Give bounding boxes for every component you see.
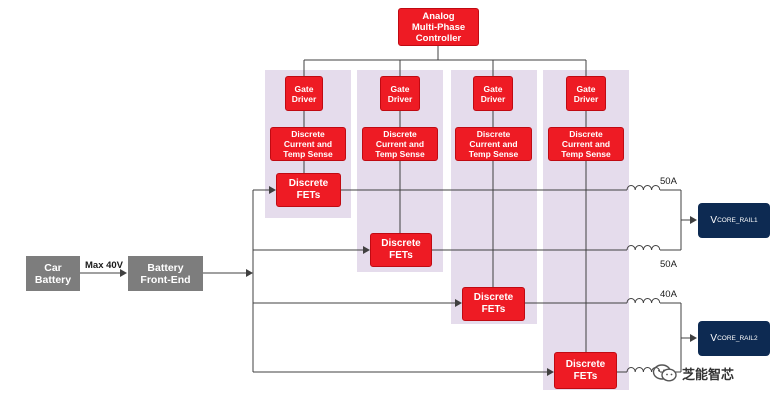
inductor-1: [626, 185, 661, 191]
arrow-rail-2: [690, 334, 697, 342]
arrow-fets-3: [455, 299, 462, 307]
current-sense-1: Discrete Current and Temp Sense: [270, 127, 346, 161]
watermark: 芝能智芯: [652, 363, 734, 383]
arrow-fets-4: [547, 368, 554, 376]
current-sense-2: Discrete Current and Temp Sense: [362, 127, 438, 161]
current-label-3: 40A: [660, 289, 677, 300]
car-battery-box: Car Battery: [26, 256, 80, 291]
phase-lane-3: [451, 70, 537, 324]
controller-box: Analog Multi-Phase Controller: [398, 8, 479, 46]
rail-2-sub: CORE_RAIL2: [717, 335, 758, 342]
current-label-2: 50A: [660, 259, 677, 270]
wechat-icon: [652, 364, 677, 382]
arrow-battery: [120, 269, 127, 277]
arrow-fets-1: [269, 186, 276, 194]
inductor-4: [626, 367, 661, 373]
fets-2: Discrete FETs: [370, 233, 432, 267]
battery-front-end-box: Battery Front-End: [128, 256, 203, 291]
arrow-front-end: [246, 269, 253, 277]
fets-1: Discrete FETs: [276, 173, 341, 207]
rail-2-main: V: [710, 333, 718, 344]
arrow-fets-2: [363, 246, 370, 254]
voltage-label: Max 40V: [85, 260, 124, 271]
rail-1-sub: CORE_RAIL1: [717, 217, 758, 224]
current-label-1: 50A: [660, 176, 677, 187]
gate-driver-1: Gate Driver: [285, 76, 323, 111]
rail-1-main: V: [710, 215, 718, 226]
fets-4: Discrete FETs: [554, 352, 617, 389]
arrow-rail-1: [690, 216, 697, 224]
current-sense-3: Discrete Current and Temp Sense: [455, 127, 532, 161]
gate-driver-2: Gate Driver: [380, 76, 420, 111]
fets-3: Discrete FETs: [462, 287, 525, 321]
gate-driver-4: Gate Driver: [566, 76, 606, 111]
gate-driver-3: Gate Driver: [473, 76, 513, 111]
watermark-text: 芝能智芯: [682, 367, 735, 383]
inductor-3: [626, 298, 661, 304]
current-sense-4: Discrete Current and Temp Sense: [548, 127, 624, 161]
inductor-2: [626, 245, 661, 251]
